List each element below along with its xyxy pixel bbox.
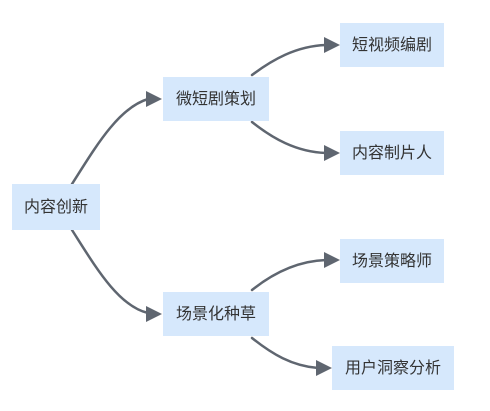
leaf-node-1[interactable]: 短视频编剧: [340, 23, 444, 67]
leaf-node-3[interactable]: 场景策略师: [340, 239, 444, 283]
connector-branch2-to-leaf4: [250, 336, 320, 370]
connector-root-to-branch2: [70, 228, 150, 315]
arrowhead-leaf1: [324, 37, 340, 53]
arrowhead-leaf2: [324, 145, 340, 161]
leaf-node-4[interactable]: 用户洞察分析: [332, 346, 454, 390]
connector-branch1-to-leaf2: [250, 120, 328, 155]
arrowhead-branch2: [146, 306, 162, 322]
arrowhead-leaf4: [316, 360, 332, 376]
arrowhead-branch1: [146, 91, 162, 107]
branch-node-1[interactable]: 微短剧策划: [163, 77, 269, 121]
connector-root-to-branch1: [70, 97, 150, 186]
branch-node-2[interactable]: 场景化种草: [163, 292, 269, 336]
connector-branch1-to-leaf1: [250, 43, 328, 77]
arrowhead-leaf3: [324, 252, 340, 268]
root-node[interactable]: 内容创新: [12, 184, 100, 230]
connector-branch2-to-leaf3: [250, 258, 328, 292]
leaf-node-2[interactable]: 内容制片人: [340, 131, 444, 175]
